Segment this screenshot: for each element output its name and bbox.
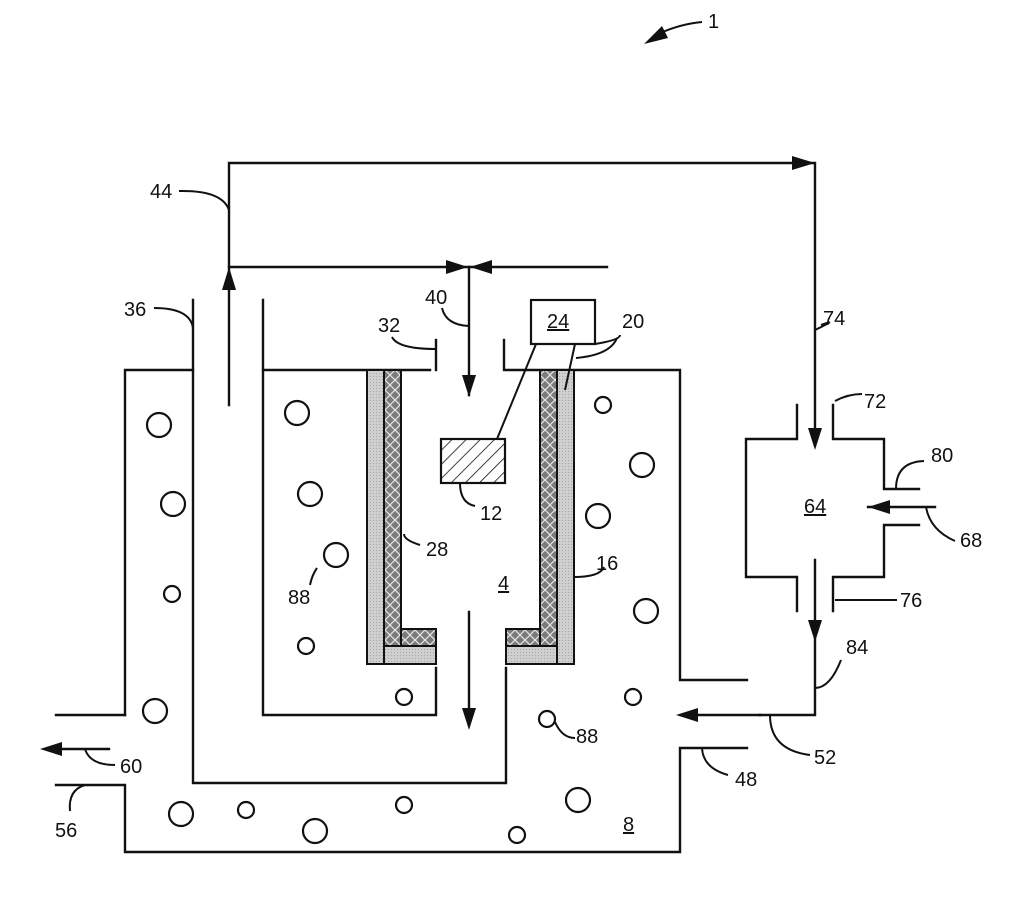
arrow-down-outflow [462, 708, 476, 730]
bubble [628, 451, 656, 479]
arrow-left-return [676, 708, 698, 722]
arrow-down-mixer-out [808, 620, 822, 642]
bubble [301, 817, 329, 845]
label-32: 32 [378, 315, 400, 337]
label-36: 36 [124, 299, 146, 321]
chamber-liner-right [505, 369, 558, 647]
label-80: 80 [931, 445, 953, 467]
label-72: 72 [864, 391, 886, 413]
bubble [394, 795, 414, 815]
sample-block [439, 437, 507, 485]
label-76: 76 [900, 590, 922, 612]
label-4: 4 [498, 573, 509, 595]
arrow-down-mixer-in [808, 428, 822, 450]
label-74: 74 [823, 308, 845, 330]
controller-sample-link [496, 343, 537, 440]
label-64: 64 [804, 496, 826, 518]
bubble [584, 502, 612, 530]
bubble [236, 800, 256, 820]
arrow-up-riser [222, 267, 236, 290]
bubble [141, 697, 169, 725]
bubble [145, 411, 173, 439]
label-88-right: 88 [576, 726, 598, 748]
label-52: 52 [814, 747, 836, 769]
arrow-left-feed [868, 500, 890, 514]
chamber-liner-left [383, 369, 437, 647]
bubble [623, 687, 643, 707]
mixer-vessel [676, 403, 937, 722]
bubble [507, 825, 527, 845]
inner-channel [191, 298, 508, 785]
label-60: 60 [120, 756, 142, 778]
arrow-left-drain [40, 742, 62, 756]
label-40: 40 [425, 287, 447, 309]
label-1: 1 [708, 11, 719, 33]
controller-wall-link [564, 343, 576, 391]
label-84: 84 [846, 637, 868, 659]
controller-box [529, 298, 597, 346]
label-24: 24 [547, 311, 569, 333]
recirculation-line [222, 156, 817, 442]
label-12: 12 [480, 503, 502, 525]
bubbles [141, 395, 660, 845]
bubble [537, 709, 557, 729]
label-20: 20 [622, 311, 644, 333]
bubble [296, 636, 316, 656]
bubble [296, 480, 324, 508]
bubble [283, 399, 311, 427]
label-44: 44 [150, 181, 172, 203]
arrow-valve-left [446, 260, 468, 274]
bubble [162, 584, 182, 604]
chamber-insulation-left [366, 369, 437, 665]
arrow-right-top [792, 156, 815, 170]
label-56: 56 [55, 820, 77, 842]
bubble [632, 597, 660, 625]
label-48: 48 [735, 769, 757, 791]
leader-lines [68, 21, 956, 812]
bubble [167, 800, 195, 828]
bubble [394, 687, 414, 707]
label-8: 8 [623, 814, 634, 836]
labels: 1 44 36 32 40 24 20 74 72 80 64 68 76 84… [55, 11, 982, 842]
arrow-down-inlet [462, 375, 476, 397]
bubble [159, 490, 187, 518]
label-16: 16 [596, 553, 618, 575]
bubble [564, 786, 592, 814]
bubble [593, 395, 613, 415]
label-68: 68 [960, 530, 982, 552]
outer-vessel [54, 368, 749, 854]
label-28: 28 [426, 539, 448, 561]
arrow-valve-right [470, 260, 492, 274]
bubble [322, 541, 350, 569]
label-88-left: 88 [288, 587, 310, 609]
